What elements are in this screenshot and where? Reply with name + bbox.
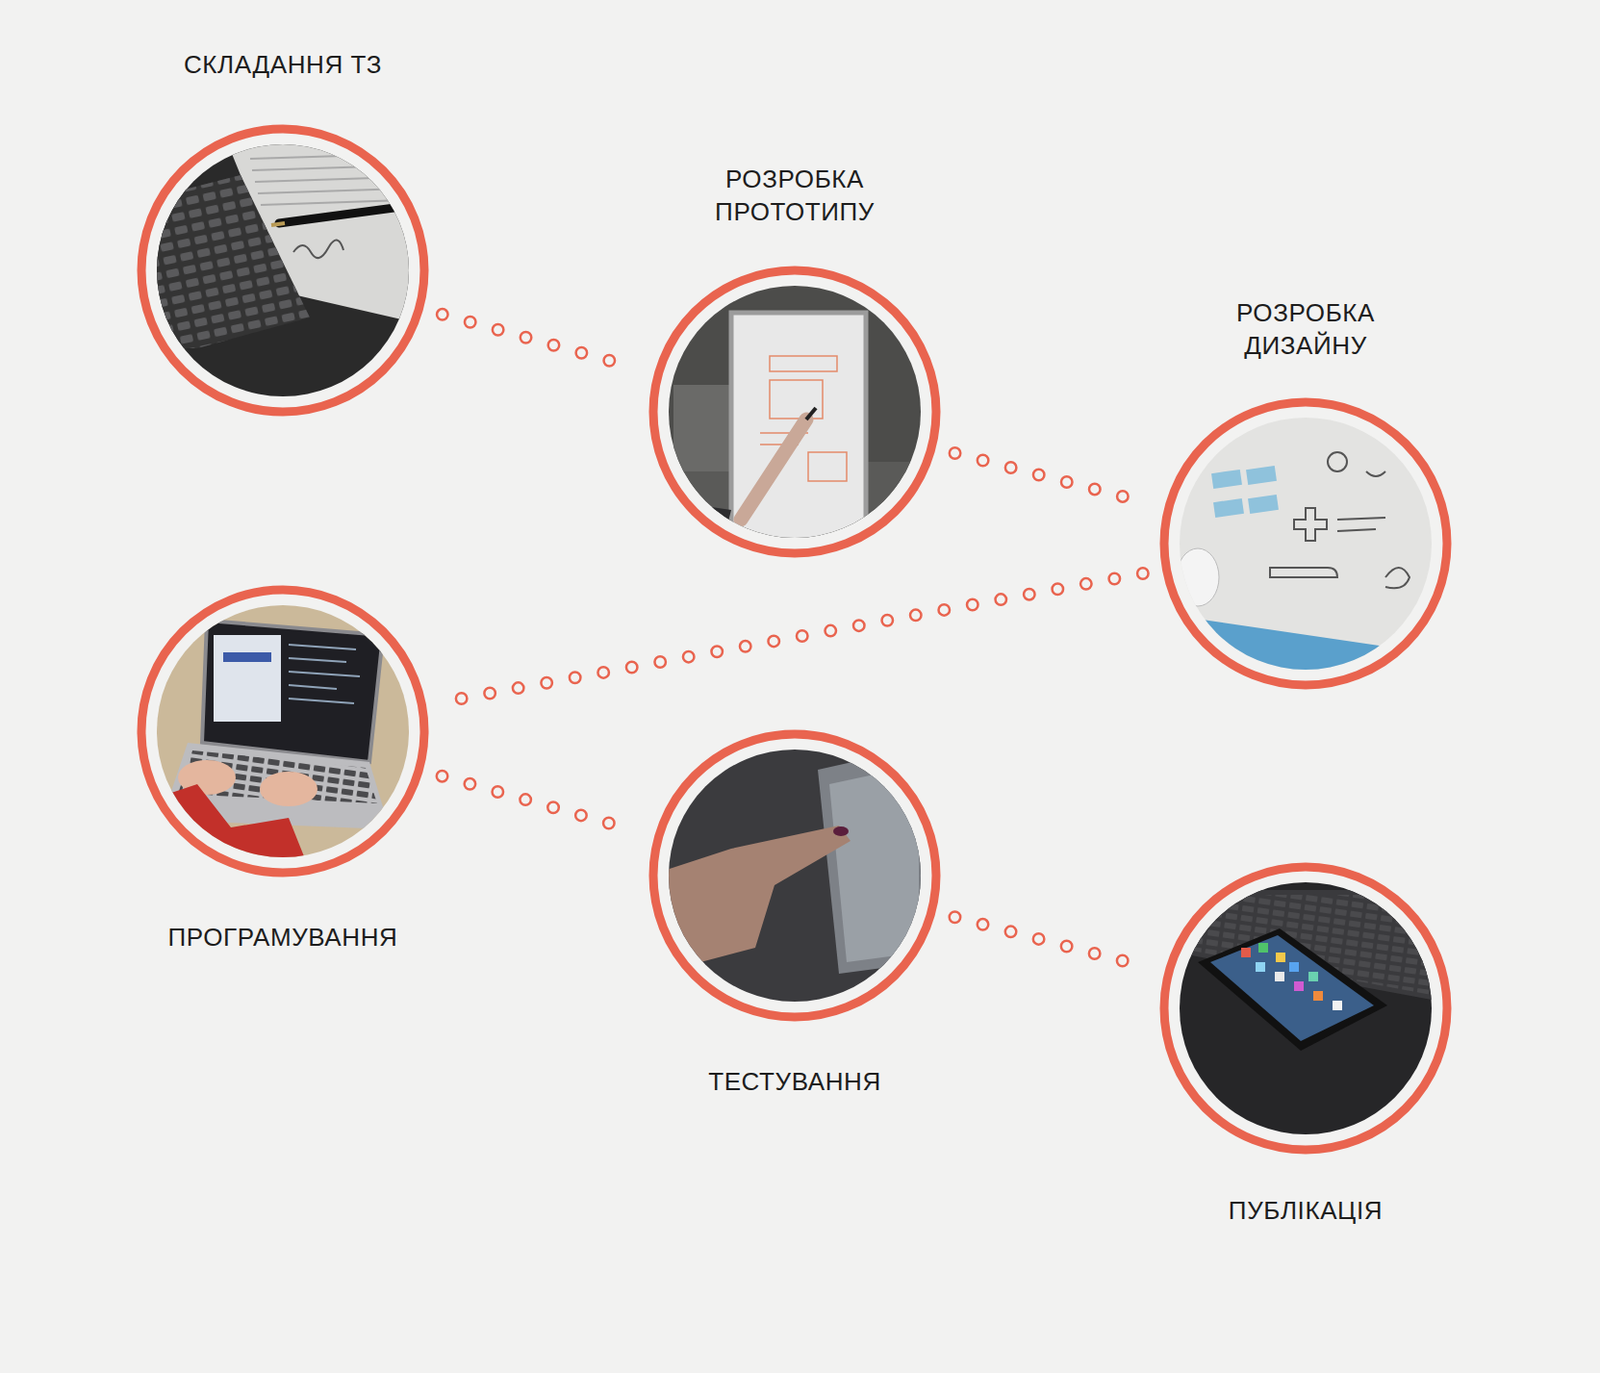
- dotted-connector: [954, 916, 1145, 966]
- step-label: ТЕСТУВАННЯ: [611, 1066, 978, 1099]
- photo-whiteboard: [663, 280, 926, 549]
- circle-ring-outline: [141, 589, 425, 873]
- dotted-connector-group: [954, 916, 1145, 966]
- dotted-connector-hole: [442, 776, 636, 832]
- dotted-connector-group: [955, 453, 1146, 503]
- step-circle: РОЗРОБКА ПРОТОТИПУ: [648, 265, 941, 559]
- dotted-connector-group: [445, 573, 1143, 702]
- photo-phone: [1175, 878, 1438, 1141]
- dotted-connector-hole: [445, 573, 1143, 702]
- photo-laptop: [153, 601, 414, 866]
- dotted-connector-hole: [442, 314, 635, 368]
- circle-ring: [136, 584, 430, 878]
- circle-ring: [648, 729, 941, 1022]
- circle-ring-outline: [141, 128, 425, 412]
- circle-ring-outline: [653, 734, 937, 1017]
- step-circle: РОЗРОБКА ДИЗАЙНУ: [1159, 397, 1452, 690]
- circle-ring: [1159, 862, 1452, 1155]
- circle-ring: [1159, 397, 1452, 690]
- step-label: ПРОГРАМУВАННЯ: [100, 921, 466, 955]
- step-label: РОЗРОБКА ПРОТОТИПУ: [669, 163, 920, 229]
- circle-ring-outline: [1164, 402, 1448, 686]
- step-label: РОЗРОБКА ДИЗАЙНУ: [1180, 297, 1431, 363]
- circle-ring: [648, 265, 941, 559]
- step-circle: ПУБЛІКАЦІЯ: [1159, 862, 1452, 1155]
- dotted-connector: [955, 453, 1146, 503]
- dotted-connector-group: [442, 314, 635, 368]
- step-circle: ПРОГРАМУВАННЯ: [136, 584, 430, 878]
- photo-document: [153, 139, 414, 402]
- circle-ring: [136, 124, 430, 417]
- dotted-connector: [442, 776, 636, 832]
- dotted-connector-hole: [955, 453, 1146, 503]
- step-circle: СКЛАДАННЯ ТЗ: [136, 124, 430, 417]
- step-circle: ТЕСТУВАННЯ: [648, 729, 941, 1022]
- photo-tablet: [663, 745, 926, 1008]
- circle-ring-outline: [1164, 866, 1448, 1150]
- step-label: СКЛАДАННЯ ТЗ: [100, 49, 466, 82]
- dotted-connector: [442, 314, 635, 368]
- dotted-connector-group: [442, 776, 636, 832]
- circle-ring-outline: [653, 270, 937, 554]
- dotted-connector: [445, 573, 1143, 702]
- photo-sketches: [1175, 413, 1438, 676]
- step-label: ПУБЛІКАЦІЯ: [1122, 1194, 1489, 1228]
- dotted-connector-hole: [954, 916, 1145, 966]
